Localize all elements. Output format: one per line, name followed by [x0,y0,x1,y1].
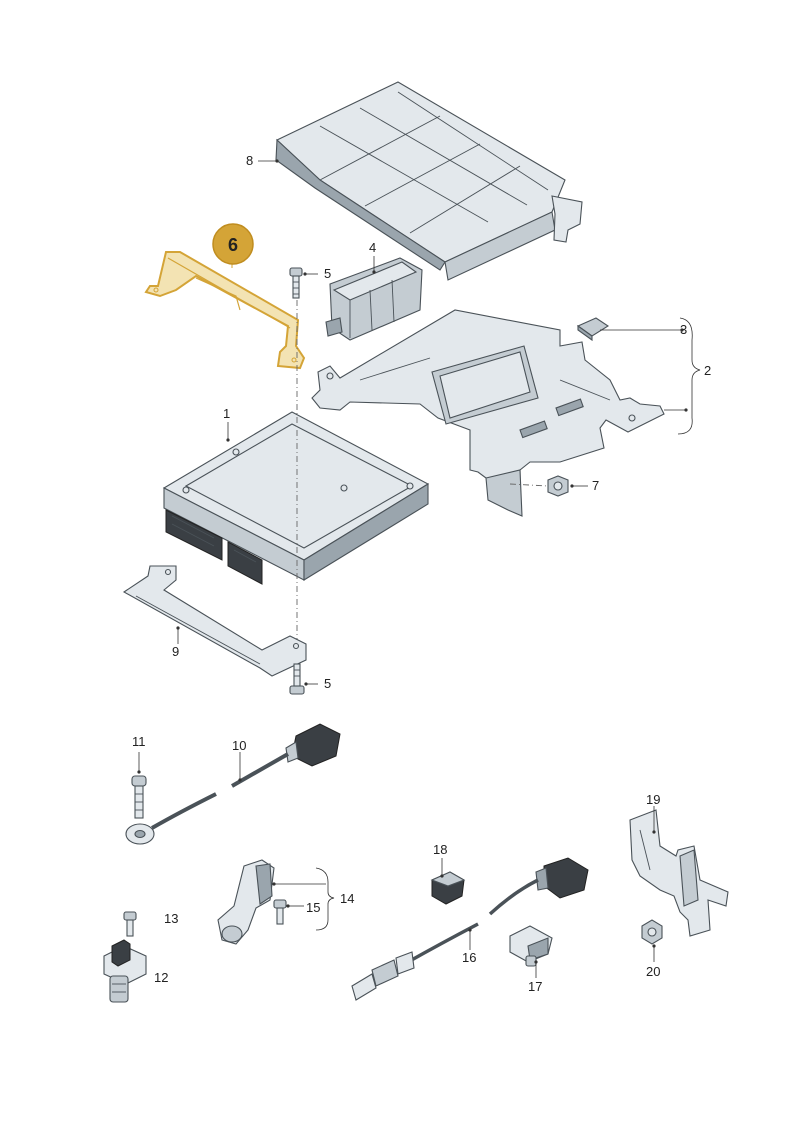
label-14: 14 [340,891,354,906]
part-18-clip[interactable]: 18 [430,842,466,905]
label-5-top: 5 [324,266,331,281]
label-16: 16 [462,950,476,965]
part-3-pad[interactable]: 3 [576,317,687,342]
label-10: 10 [232,738,246,753]
part-2-mounting-plate[interactable] [311,309,688,517]
label-9: 9 [172,644,179,659]
part-20-nut[interactable]: 20 [641,919,663,979]
label-4: 4 [369,240,376,255]
label-19: 19 [646,792,660,807]
part-12-sensor[interactable]: 12 [103,939,168,1003]
label-12: 12 [154,970,168,985]
part-5-screw-top[interactable]: 5 [289,266,331,299]
part-5-screw-bottom[interactable]: 5 [289,663,331,695]
part-4-holder[interactable]: 4 [325,240,423,341]
label-8: 8 [246,153,253,168]
part-6-bracket[interactable]: 6 [144,223,306,370]
label-6: 6 [228,235,238,255]
label-18: 18 [433,842,447,857]
part-6-badge [212,223,254,265]
part-11-screw[interactable]: 11 [131,734,147,819]
part-7-nut[interactable]: 7 [509,475,599,497]
part-17-connector[interactable]: 17 [509,925,553,994]
label-2: 2 [704,363,711,378]
label-3: 3 [680,322,687,337]
label-7: 7 [592,478,599,493]
label-11: 11 [132,734,146,749]
part-10-knock-sensor[interactable]: 10 [125,723,341,845]
label-13: 13 [164,911,178,926]
label-20: 20 [646,964,660,979]
part-8-cover[interactable]: 8 [246,81,583,281]
label-17: 17 [528,979,542,994]
part-15-screw[interactable]: 15 [273,899,320,925]
label-15: 15 [306,900,320,915]
bracket-2: 2 [677,317,711,435]
part-19-bracket[interactable]: 19 [629,792,729,937]
part-9-lower-bracket[interactable]: 9 [122,565,307,677]
part-13-screw[interactable]: 13 [123,911,178,937]
label-5-bottom: 5 [324,676,331,691]
part-14-speed-sensor[interactable]: 14 [217,859,354,945]
label-1: 1 [223,406,230,421]
part-1-control-unit[interactable]: 1 [162,406,430,585]
part-16-lambda-sensor[interactable]: 16 [351,857,589,1001]
